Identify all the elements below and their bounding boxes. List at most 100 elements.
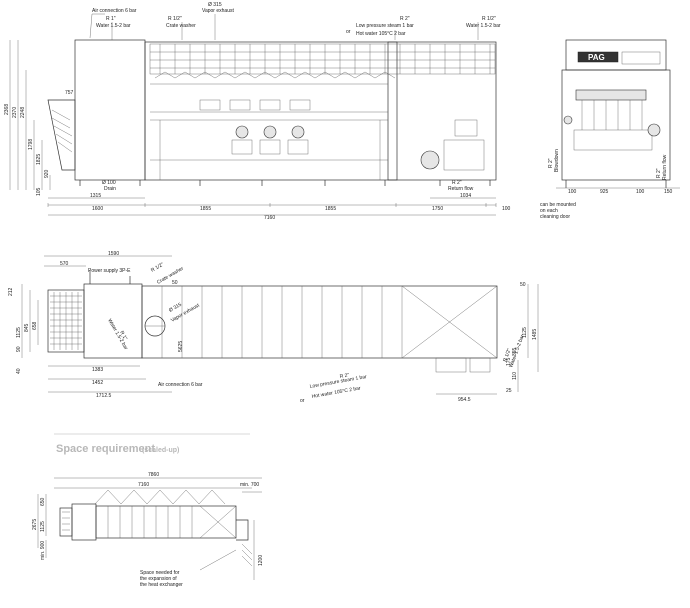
top-dim-1590: 1590 xyxy=(108,251,119,257)
top-or-label: or xyxy=(300,398,305,404)
top-power-label: Power supply 3P-E xyxy=(88,268,131,274)
front-drain-label: Drain xyxy=(104,186,116,192)
top-dim-9545: 954.5 xyxy=(458,397,471,403)
front-dim-1600: 1600 xyxy=(92,206,103,212)
front-lps-label: Low pressure steam 1 bar xyxy=(356,23,414,29)
front-dim-1315: 1315 xyxy=(90,193,101,199)
top-dim-212: 212 xyxy=(8,287,14,296)
front-dim-1855b: 1855 xyxy=(325,206,336,212)
space-dim-1125: 1125 xyxy=(40,521,46,532)
front-dim-920: 920 xyxy=(44,169,50,178)
space-dim-min900: min. 900 xyxy=(40,541,46,560)
space-dim-7160: 7160 xyxy=(138,482,149,488)
side-logo-plate xyxy=(577,51,619,63)
side-dim-925: 925 xyxy=(600,189,609,195)
top-dim-50: 50 xyxy=(172,280,178,286)
space-note-2: the expansion of xyxy=(140,576,177,582)
side-dim-150: 150 xyxy=(664,189,673,195)
space-dim-650: 650 xyxy=(40,497,46,506)
front-or-label: or xyxy=(346,29,351,35)
space-tank xyxy=(95,505,237,539)
top-right-r: R 1/2" xyxy=(502,348,512,363)
top-dim-r1485: 1485 xyxy=(532,329,538,340)
side-return-label: Return flow xyxy=(662,154,668,180)
front-infeed-hopper xyxy=(47,99,76,171)
side-view: PAG R 2" Blowdown R 2" Return flow 100 9… xyxy=(540,39,680,220)
top-dim-5625: 5625 xyxy=(178,341,184,352)
top-dim-90: 90 xyxy=(16,346,22,352)
space-heading: Space requirement xyxy=(56,443,155,455)
front-inlet-section xyxy=(74,39,146,181)
front-dim-1034: 1034 xyxy=(460,193,471,199)
top-dim-r175: 175 xyxy=(506,357,512,366)
side-body xyxy=(561,69,671,181)
front-dim-105: 105 xyxy=(36,187,42,196)
front-outlet-section xyxy=(387,41,497,181)
top-air-label: Air connection 6 bar xyxy=(158,382,203,388)
top-main-tank xyxy=(141,285,498,359)
front-r1-label: R 1" xyxy=(106,16,116,22)
front-water2-label: Water 1.5-2 bar xyxy=(466,23,501,29)
top-view: 1590 570 Power supply 3P-E R 1/2" Crate … xyxy=(8,251,539,404)
top-dim-r1125: 1125 xyxy=(522,327,528,338)
top-dim-r355: 355 xyxy=(512,347,518,356)
front-r2b-label: R 2" xyxy=(452,180,462,186)
top-dim-845: 845 xyxy=(24,323,30,332)
side-logo: PAG xyxy=(588,53,605,62)
top-water-r: R 1" xyxy=(118,330,128,341)
space-note-3: the heat exchanger xyxy=(140,582,183,588)
front-d315-label: Ø 315 xyxy=(208,2,222,8)
top-dim-17125: 1712.5 xyxy=(96,393,112,399)
front-dim-1798: 1798 xyxy=(28,139,34,150)
space-dim-7860: 7860 xyxy=(148,472,159,478)
front-dim-1855a: 1855 xyxy=(200,206,211,212)
top-dim-570: 570 xyxy=(60,261,69,267)
front-view: Air connection 6 bar R 1" Water 1.5-2 ba… xyxy=(4,2,511,221)
top-steam-r: R 2" xyxy=(339,372,350,380)
side-r2b-label: R 2" xyxy=(656,168,662,178)
side-note-2: on each xyxy=(540,208,558,214)
front-water-label: Water 1.5-2 bar xyxy=(96,23,131,29)
front-air-label: Air connection 6 bar xyxy=(92,8,137,14)
front-dim-2248: 2248 xyxy=(20,107,26,118)
space-note-1: Space needed for xyxy=(140,570,180,576)
top-dim-1383: 1383 xyxy=(92,367,103,373)
top-dim-r50: 50 xyxy=(520,282,526,288)
space-inlet xyxy=(71,503,97,541)
front-main-tank xyxy=(144,41,398,181)
front-vapor-label: Vapor exhaust xyxy=(202,8,234,14)
front-dim-1750: 1750 xyxy=(432,206,443,212)
front-pumps xyxy=(231,125,309,155)
front-dim-total: 7160 xyxy=(264,215,275,221)
side-note-3: cleaning door xyxy=(540,214,570,220)
front-return-label: Return flow xyxy=(448,186,474,192)
top-dim-658: 658 xyxy=(32,321,38,330)
top-dim-1452: 1452 xyxy=(92,380,103,386)
space-heading-sub: (scaled-up) xyxy=(142,447,179,454)
side-blowdown-label: Blowdown xyxy=(554,149,560,172)
front-dim-2368: 2368 xyxy=(4,104,10,115)
side-dim-100a: 100 xyxy=(568,189,577,195)
front-dim-2370: 2370 xyxy=(12,107,18,118)
side-dim-100b: 100 xyxy=(636,189,645,195)
top-dim-40: 40 xyxy=(16,368,22,374)
space-requirement: Space requirement (scaled-up) 7860 7160 … xyxy=(32,433,264,588)
front-heat-exchanger xyxy=(420,150,440,170)
top-dim-r25: 25 xyxy=(506,388,512,394)
front-crate-label: Crate washer xyxy=(166,23,196,29)
space-dim-min700: min. 700 xyxy=(240,482,259,488)
front-dim-757: 757 xyxy=(65,90,74,96)
front-r12-label: R 1/2" xyxy=(168,16,182,22)
side-note-1: can be mounted xyxy=(540,202,576,208)
front-r12b-label: R 1/2" xyxy=(482,16,496,22)
front-r2-label: R 2" xyxy=(400,16,410,22)
top-crate-r: R 1/2" xyxy=(150,262,165,274)
front-dim-1825: 1825 xyxy=(36,154,42,165)
top-dim-r110: 110 xyxy=(512,372,518,380)
side-r2-label: R 2" xyxy=(548,158,554,168)
front-dim-100: 100 xyxy=(502,206,511,212)
front-d100-label: Ø 100 xyxy=(102,180,116,186)
space-dim-2675: 2675 xyxy=(32,519,38,530)
front-hotw-label: Hot water 105°C 2 bar xyxy=(356,31,406,37)
